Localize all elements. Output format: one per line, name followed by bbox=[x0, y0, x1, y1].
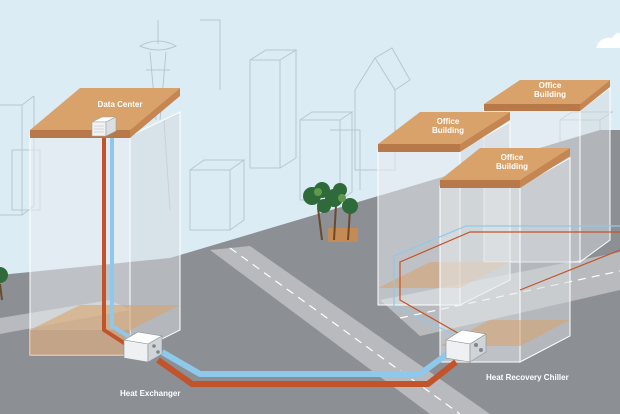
office-2-label-line2: Building bbox=[534, 90, 566, 99]
chiller-unit bbox=[445, 329, 487, 363]
office-building-3: Office Building bbox=[439, 148, 571, 363]
roof bbox=[484, 80, 610, 104]
roof bbox=[378, 112, 510, 144]
server-icon bbox=[91, 116, 117, 137]
office-1-label-line1: Office bbox=[437, 117, 460, 126]
office-2-label-line1: Office bbox=[539, 81, 562, 90]
office-distribution-loops bbox=[393, 225, 620, 345]
data-center-label: Data Center bbox=[98, 100, 143, 109]
tree-left-edge bbox=[0, 267, 8, 301]
roof bbox=[440, 148, 570, 180]
office-3-label-line2: Building bbox=[496, 162, 528, 171]
tree-group-center bbox=[303, 182, 358, 242]
tree-planter bbox=[328, 228, 358, 242]
return-pipe bbox=[156, 357, 458, 387]
heat-exchanger-label: Heat Exchanger bbox=[120, 389, 180, 398]
tree-icon bbox=[0, 267, 8, 283]
cloud bbox=[596, 32, 620, 48]
heat-recovery-chiller-label: Heat Recovery Chiller bbox=[486, 373, 569, 382]
office-3-label-line1: Office bbox=[501, 153, 524, 162]
supply-pipe bbox=[160, 349, 452, 377]
heat-exchanger-unit bbox=[123, 331, 163, 363]
office-1-label-line2: Building bbox=[432, 126, 464, 135]
